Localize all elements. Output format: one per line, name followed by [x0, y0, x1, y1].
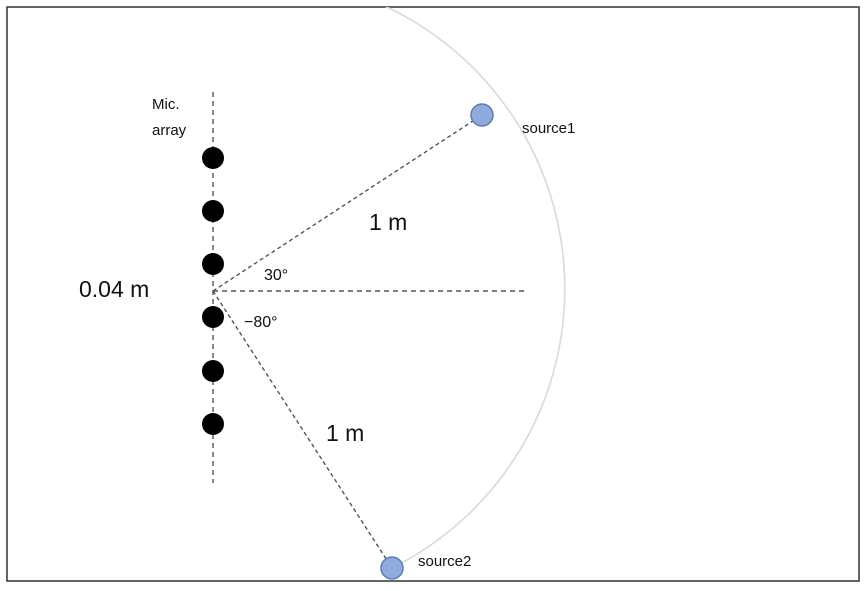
microphone — [202, 253, 224, 275]
source1-label: source1 — [522, 120, 575, 137]
mic-spacing-label: 0.04 m — [79, 276, 149, 302]
microphones — [202, 147, 224, 435]
source2-label: source2 — [418, 553, 471, 570]
source2-marker — [380, 556, 404, 580]
source2-distance-label: 1 m — [326, 420, 364, 446]
source1-marker — [470, 103, 494, 127]
source1-angle-label: 30° — [264, 267, 288, 284]
frame — [6, 6, 860, 582]
source1-distance-label: 1 m — [369, 209, 407, 235]
microphone — [202, 200, 224, 222]
microphone — [202, 360, 224, 382]
mic-array-label-line2: array — [152, 122, 187, 139]
mic-array-label-line1: Mic. — [152, 96, 180, 113]
source2-direction-line — [212, 290, 393, 569]
radius-arc — [384, 7, 566, 569]
microphone — [202, 413, 224, 435]
microphone — [202, 306, 224, 328]
microphone — [202, 147, 224, 169]
source1-direction-line — [212, 114, 483, 292]
source2-angle-label: −80° — [244, 314, 278, 331]
